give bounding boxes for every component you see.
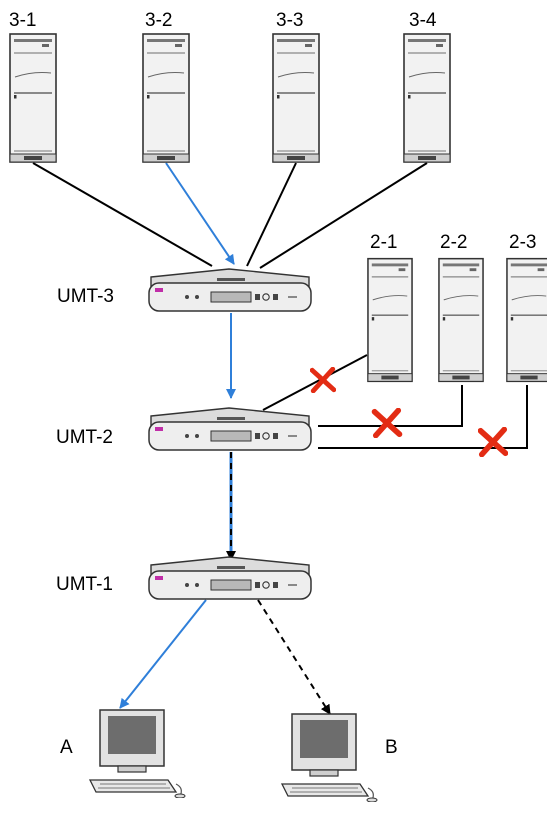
server-tower-icon xyxy=(9,33,57,163)
console-label: A xyxy=(60,737,73,758)
server-tower-icon xyxy=(438,257,484,383)
switch-umt-3: UMT-3 xyxy=(57,268,312,312)
server-2-3: 2-3 xyxy=(506,232,547,383)
cable-2-1-to-umt2 xyxy=(262,354,368,411)
console-label: B xyxy=(385,737,398,758)
server-label: 3-2 xyxy=(145,10,172,31)
kvm-switch-icon xyxy=(148,268,312,312)
console-b: B xyxy=(281,713,398,802)
cable-layer xyxy=(32,162,528,715)
cable-3-2-to-umt3 xyxy=(165,162,235,265)
server-tower-icon xyxy=(403,33,451,163)
red-x-icon xyxy=(481,430,506,455)
switch-umt-1: UMT-1 xyxy=(56,556,312,600)
server-2-1: 2-1 xyxy=(367,232,413,383)
cable-3-3-to-umt3 xyxy=(246,162,297,267)
console-a: A xyxy=(60,709,186,798)
cable-2-3-to-umt2 xyxy=(318,385,528,449)
cable-umt1-to-console-a xyxy=(119,599,207,709)
switch-label: UMT-2 xyxy=(56,427,113,448)
cable-3-1-to-umt3 xyxy=(32,162,213,267)
workstation-icon xyxy=(281,713,378,802)
kvm-switch-icon xyxy=(148,556,312,600)
cable-2-2-to-umt2 xyxy=(318,385,463,427)
server-tower-icon xyxy=(506,257,547,383)
server-tower-icon xyxy=(272,33,320,163)
switch-label: UMT-1 xyxy=(56,574,113,595)
server-label: 3-1 xyxy=(9,10,36,31)
server-label: 3-4 xyxy=(409,10,437,31)
server-label: 2-1 xyxy=(370,232,397,253)
server-label: 2-3 xyxy=(509,232,536,253)
server-label: 2-2 xyxy=(440,232,467,253)
cable-3-4-to-umt3 xyxy=(259,162,428,269)
server-3-2: 3-2 xyxy=(142,10,190,163)
switch-label: UMT-3 xyxy=(57,286,114,307)
cable-umt1-to-console-b xyxy=(257,599,331,715)
red-x-icon xyxy=(312,369,334,391)
switch-umt-2: UMT-2 xyxy=(56,407,312,451)
server-3-3: 3-3 xyxy=(272,10,320,163)
server-2-2: 2-2 xyxy=(438,232,484,383)
server-3-1: 3-1 xyxy=(9,10,57,163)
server-3-4: 3-4 xyxy=(403,10,451,163)
kvm-switch-icon xyxy=(148,407,312,451)
server-tower-icon xyxy=(142,33,190,163)
server-label: 3-3 xyxy=(276,10,303,31)
workstation-icon xyxy=(89,709,186,798)
server-tower-icon xyxy=(367,257,413,383)
red-x-icon xyxy=(375,411,400,436)
